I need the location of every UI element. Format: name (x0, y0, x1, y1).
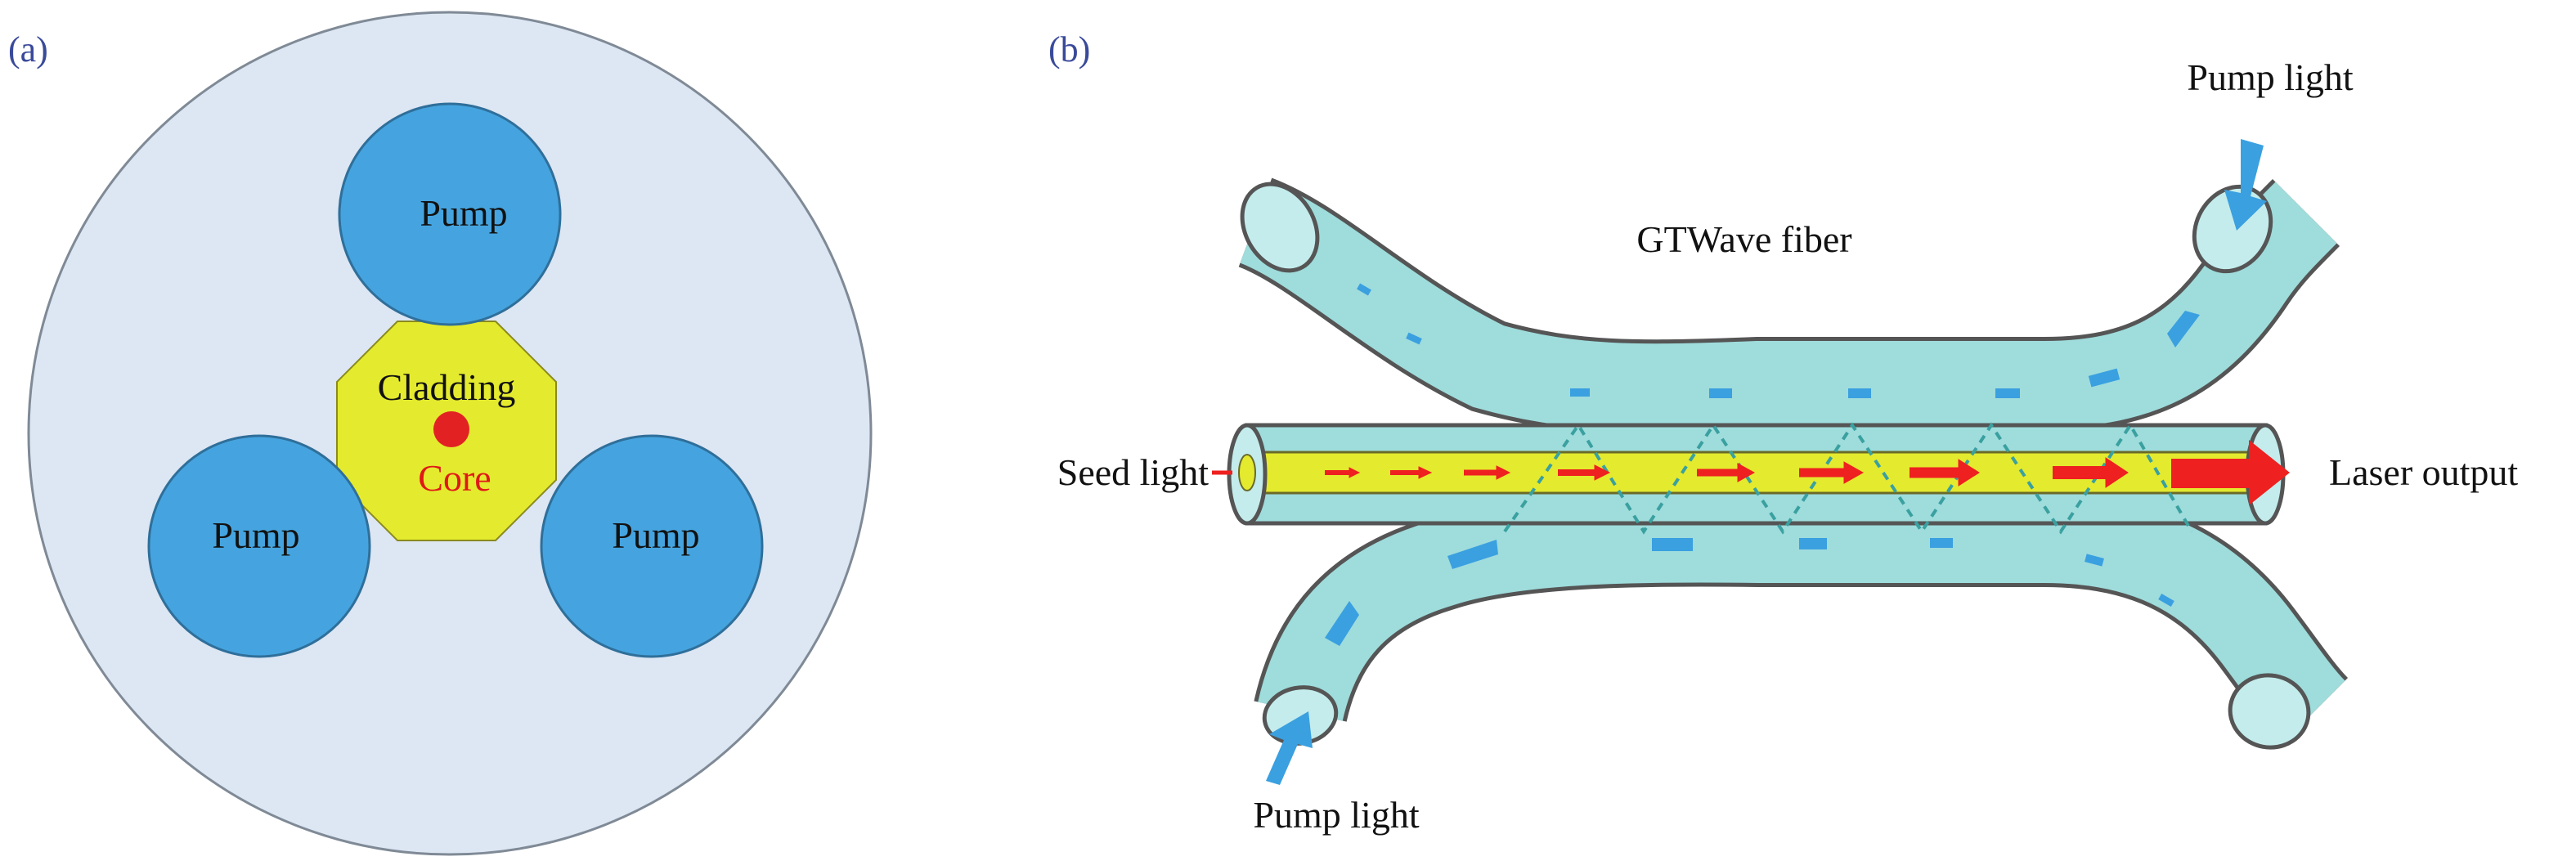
pump-label-top: Pump (420, 192, 507, 234)
pump-light-bottom-label: Pump light (1253, 794, 1419, 836)
pump-circle-right (540, 434, 764, 658)
pump-label-left: Pump (212, 514, 299, 556)
lower-pump-fiber-fill (1258, 496, 2346, 742)
cladding-label: Cladding (378, 366, 516, 408)
pump-ray-zigzag (1503, 422, 2193, 535)
laser-output-label: Laser output (2329, 451, 2518, 493)
fiber-label: GTWave fiber (1636, 218, 1851, 260)
panel-a: (a) Pump Pump Pump Cladding Core (8, 11, 873, 856)
core-label: Core (418, 457, 491, 499)
upper-pump-fiber-fill (1239, 182, 2337, 431)
pump-light-arrows (1325, 283, 2200, 646)
panel-b-letter: (b) (1048, 29, 1090, 70)
pump-light-top-label: Pump light (2187, 56, 2353, 98)
lower-right-fiber-end (2228, 673, 2311, 750)
laser-light-arrows (1325, 440, 2290, 505)
pump-label-right: Pump (612, 514, 699, 556)
pump-circle-left (147, 434, 371, 658)
seed-light-label: Seed light (1057, 451, 1209, 493)
panel-a-letter: (a) (8, 29, 48, 70)
input-core-face (1238, 454, 1256, 491)
pump-arrow-bottom (1266, 711, 1313, 785)
external-pump-arrows (1266, 139, 2267, 785)
panel-b: (b) (1048, 29, 2518, 836)
pump-arrow-top (2224, 139, 2267, 231)
pump-circle-top (338, 102, 562, 326)
upper-left-fiber-end (1240, 182, 1320, 273)
core-dot (433, 411, 469, 447)
